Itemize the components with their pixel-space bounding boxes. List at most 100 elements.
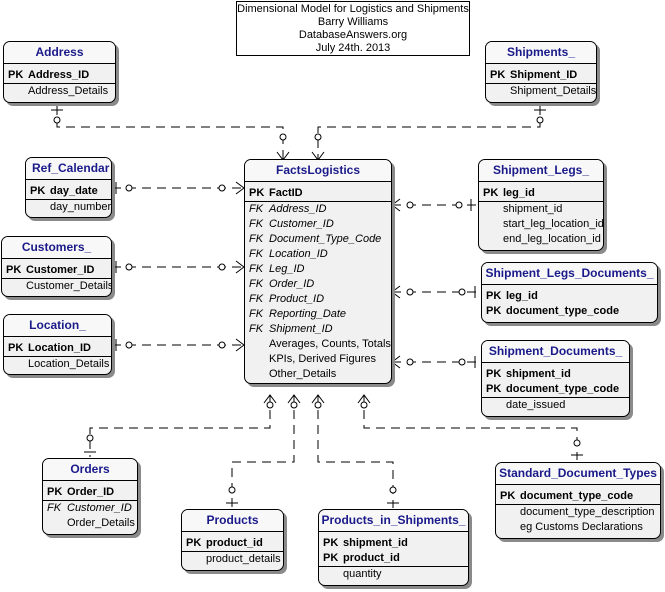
fk-label: FK xyxy=(249,293,264,305)
pk-label: PK xyxy=(323,537,339,549)
entity-row: Order_Details xyxy=(43,516,137,531)
field-name: shipment_id xyxy=(343,537,408,549)
field-name: Location_ID xyxy=(28,342,91,354)
entity-row: PK document_type_code xyxy=(482,382,629,397)
entity-row: PK FactID xyxy=(245,186,391,201)
entity-title: Standard_Document_Types xyxy=(496,463,660,485)
field-name: product_id xyxy=(343,552,400,564)
entity-row: eg Customs Declarations xyxy=(496,520,660,535)
field-name: quantity xyxy=(343,568,382,580)
author-line: Barry Williams xyxy=(317,16,389,28)
entity-row: Averages, Counts, Totals xyxy=(245,337,391,352)
entity-row: Shipment_Details xyxy=(486,84,596,99)
field-name: Address_Details xyxy=(28,85,109,97)
entity-title: Shipment_Documents_ xyxy=(482,341,629,363)
field-name: document_type_code xyxy=(520,490,634,502)
entity-row: Location_Details xyxy=(4,357,111,372)
fk-label: FK xyxy=(249,323,264,335)
field-name: FactID xyxy=(269,187,303,199)
entity-standard-document-types[interactable]: Standard_Document_Types PK document_type_… xyxy=(495,462,661,539)
entity-row: shipment_id xyxy=(479,202,603,217)
field-name: leg_id xyxy=(506,290,538,302)
entity-row: Other_Details xyxy=(245,367,391,382)
entity-row: PK Customer_ID xyxy=(2,263,111,278)
site-line: DatabaseAnswers.org xyxy=(298,29,408,41)
entity-row: document_type_description xyxy=(496,505,660,520)
fk-label: FK xyxy=(249,308,264,320)
pk-label: PK xyxy=(249,187,265,199)
field-name: Shipment_Details xyxy=(510,85,597,97)
date-line: July 24th. 2013 xyxy=(315,42,391,54)
field-name: product_details xyxy=(206,553,281,565)
entity-row: day_number xyxy=(26,200,111,215)
entity-title: Shipments_ xyxy=(486,42,596,64)
pk-label: PK xyxy=(186,537,202,549)
field-name: Averages, Counts, Totals xyxy=(269,338,391,350)
field-name: start_leg_location_id xyxy=(503,218,604,230)
field-name: Address_ID xyxy=(269,203,327,215)
pk-section: PK document_type_code xyxy=(496,485,660,505)
pk-label: PK xyxy=(47,486,63,498)
field-name: Customer_ID xyxy=(26,264,95,276)
relationship-address-facts xyxy=(56,106,284,160)
entity-title: Shipment_Legs_Documents_ xyxy=(482,263,657,285)
relationship-facts-pis xyxy=(317,395,394,508)
pk-label: PK xyxy=(6,264,22,276)
entity-title: Address xyxy=(4,42,115,64)
pk-label: PK xyxy=(486,383,502,395)
pk-label: PK xyxy=(500,490,516,502)
field-name: leg_id xyxy=(503,187,535,199)
field-name: Location_Details xyxy=(28,358,110,370)
fk-label: FK xyxy=(249,263,264,275)
entity-row: product_details xyxy=(182,552,283,567)
field-name: document_type_code xyxy=(506,383,620,395)
relationship-shipments-facts xyxy=(317,106,541,160)
field-name: Customer_ID xyxy=(269,218,334,230)
field-name: end_leg_location_id xyxy=(503,233,601,245)
entity-row: start_leg_location_id xyxy=(479,217,603,232)
pk-label: PK xyxy=(486,368,502,380)
entity-row: date_issued xyxy=(482,398,629,413)
entity-row: FK Reporting_Date xyxy=(245,307,391,322)
field-name: day_number xyxy=(50,201,112,213)
field-name: Customer_ID xyxy=(67,502,132,514)
field-name: Address_ID xyxy=(28,69,90,81)
field-name: eg Customs Declarations xyxy=(520,521,643,533)
entity-title: Orders xyxy=(43,459,137,481)
field-name: document_type_code xyxy=(506,305,620,317)
entity-row: KPIs, Derived Figures xyxy=(245,352,391,367)
field-name: Shipment_ID xyxy=(269,323,333,335)
field-name: Other_Details xyxy=(269,368,337,380)
field-name: Reporting_Date xyxy=(269,308,347,320)
